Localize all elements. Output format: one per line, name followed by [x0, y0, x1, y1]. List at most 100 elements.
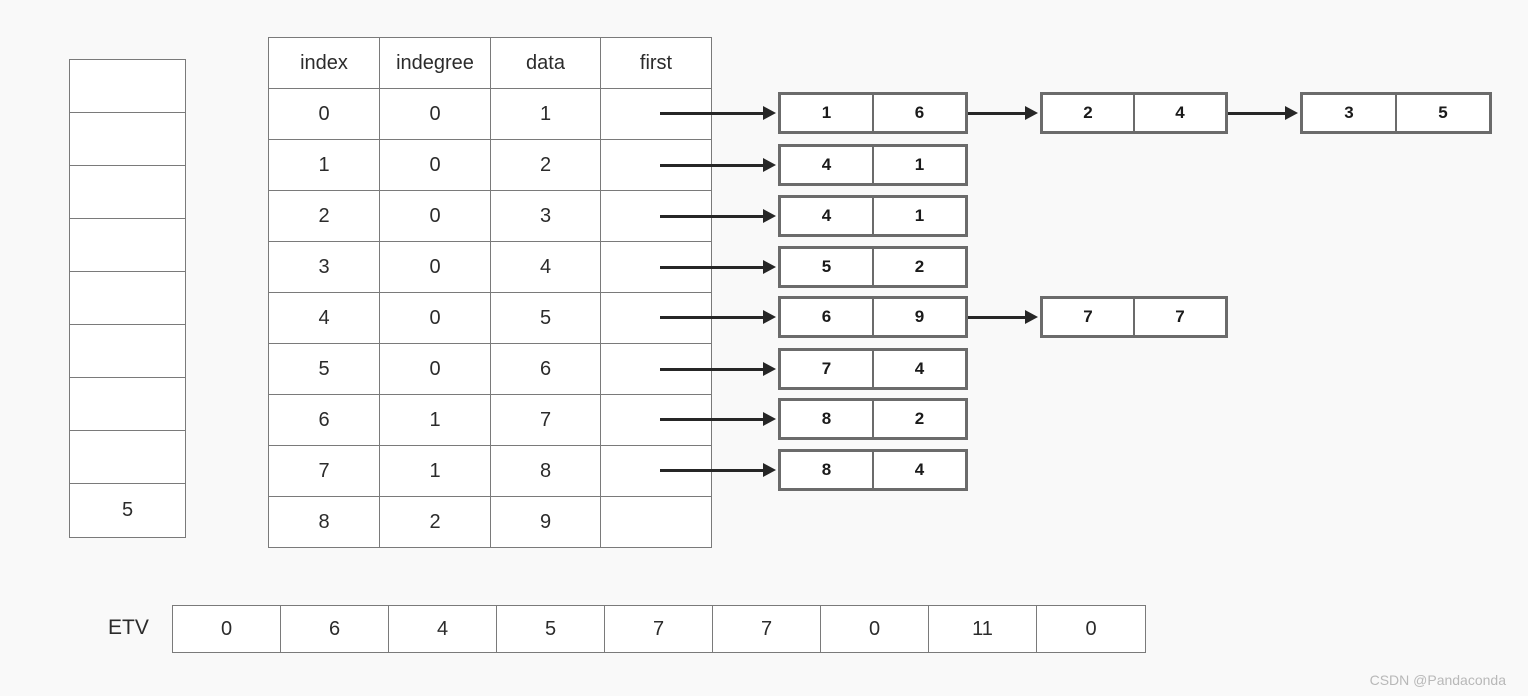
table-cell-data: 3 [490, 190, 601, 242]
node-adjvex: 4 [821, 155, 832, 174]
table-cell-data: 4 [490, 241, 601, 293]
stack-column: 5 [69, 59, 186, 538]
node-weight: 1 [872, 198, 965, 234]
stack-cell [70, 325, 185, 378]
table-cell-first [600, 292, 712, 344]
etv-cell: 11 [929, 606, 1037, 652]
node-weight: 4 [872, 351, 965, 387]
table-cell-index: 1 [268, 139, 380, 191]
node-adjvex: 3 [1344, 103, 1354, 122]
table-cell-indegree: 0 [379, 139, 491, 191]
node-adjvex: 7 [1083, 307, 1093, 326]
table-cell-data: 2 [490, 139, 601, 191]
first-pointer-arrow [660, 309, 776, 324]
table-cell-index: 2 [268, 190, 380, 242]
etv-cell: 0 [1085, 617, 1097, 640]
table-cell-indegree: 0 [379, 241, 491, 293]
first-pointer-arrow [660, 157, 776, 172]
table-cell-index: 6 [268, 394, 380, 446]
table-cell-indegree: 0 [379, 190, 491, 242]
etv-cell: 0 [821, 606, 929, 652]
stack-cell [70, 431, 185, 484]
etv-cell: 7 [713, 606, 821, 652]
node-weight: 2 [872, 249, 965, 285]
node-adjvex: 5 [821, 257, 832, 276]
table-cell-first [600, 496, 712, 548]
node-weight: 9 [872, 299, 965, 335]
table-cell-index: 4 [268, 292, 380, 344]
node-adjvex: 2 [1083, 103, 1093, 122]
stack-cell [70, 378, 185, 431]
first-pointer-arrow [660, 361, 776, 376]
stack-cell [70, 60, 185, 113]
node-weight: 6 [872, 95, 965, 131]
next-pointer-arrow [1228, 105, 1298, 120]
first-pointer-arrow [660, 411, 776, 426]
node-weight: 1 [872, 147, 965, 183]
first-pointer-arrow [660, 259, 776, 274]
stack-cell [70, 166, 185, 219]
first-pointer-arrow [660, 105, 776, 120]
table-cell-data: 9 [490, 496, 601, 548]
table-cell-data: 8 [490, 445, 601, 497]
node-weight: 5 [1395, 95, 1489, 131]
watermark: CSDN @Pandaconda [1369, 672, 1506, 688]
stack-cell [70, 113, 185, 166]
node-weight: 7 [1133, 299, 1225, 335]
table-cell-indegree: 1 [379, 445, 491, 497]
table-cell-indegree: 0 [379, 343, 491, 395]
node-adjvex: 4 [821, 206, 832, 225]
stack-cell: 5 [70, 484, 185, 537]
stack-cell [70, 272, 185, 325]
node-weight: 4 [1133, 95, 1225, 131]
node-weight: 2 [872, 401, 965, 437]
node-adjvex: 1 [821, 103, 832, 122]
first-pointer-arrow [660, 462, 776, 477]
table-header-row: index indegree data first [268, 37, 712, 89]
next-pointer-arrow [968, 309, 1038, 324]
etv-label: ETV [108, 616, 149, 639]
table-cell-data: 5 [490, 292, 601, 344]
table-cell-data: 6 [490, 343, 601, 395]
column-header-data: data [490, 37, 601, 89]
etv-cell: 5 [497, 606, 605, 652]
node-adjvex: 6 [821, 307, 832, 326]
etv-cell: 4 [389, 606, 497, 652]
next-pointer-arrow [968, 105, 1038, 120]
column-header-index: index [268, 37, 380, 89]
node-weight: 4 [872, 452, 965, 488]
node-adjvex: 8 [821, 409, 832, 428]
etv-cell: 7 [605, 606, 713, 652]
table-cell-indegree: 2 [379, 496, 491, 548]
table-cell-data: 7 [490, 394, 601, 446]
node-adjvex: 7 [821, 359, 832, 378]
table-cell-indegree: 1 [379, 394, 491, 446]
table-cell-index: 8 [268, 496, 380, 548]
table-cell-data: 1 [490, 88, 601, 140]
etv-cell: 6 [281, 606, 389, 652]
table-cell-index: 3 [268, 241, 380, 293]
first-pointer-arrow [660, 208, 776, 223]
stack-cell [70, 219, 185, 272]
